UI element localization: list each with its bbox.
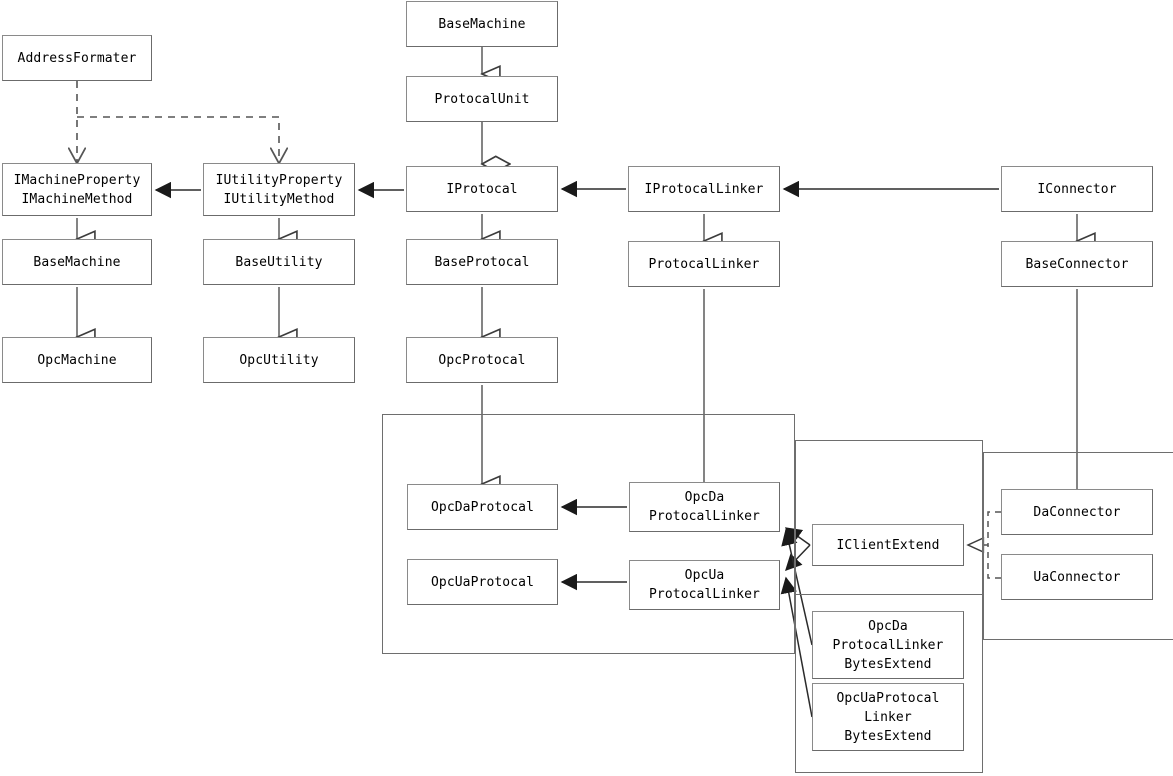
class-box-opc-ua-protocal[interactable]: OpcUaProtocal: [407, 559, 558, 605]
class-box-iclient-extend[interactable]: IClientExtend: [812, 524, 964, 566]
class-label: BaseProtocal: [434, 254, 530, 270]
class-label-line1: OpcDa: [868, 618, 908, 634]
class-box-opc-protocal[interactable]: OpcProtocal: [406, 337, 558, 383]
class-label-line2: IMachineMethod: [21, 191, 133, 207]
class-label: IConnector: [1037, 181, 1117, 197]
class-label-line1: IMachineProperty: [13, 172, 141, 188]
class-label-line1: OpcDa: [684, 490, 725, 505]
class-label-line2: ProtocalLinker: [832, 637, 944, 653]
class-box-base-connector[interactable]: BaseConnector: [1001, 241, 1153, 287]
class-label: AddressFormater: [17, 50, 137, 66]
class-box-address-formater[interactable]: AddressFormater: [2, 35, 152, 81]
class-box-iprotocal-linker[interactable]: IProtocalLinker: [628, 166, 780, 212]
class-label-line1: IUtilityProperty: [215, 172, 343, 188]
class-box-protocal-unit[interactable]: ProtocalUnit: [406, 76, 558, 122]
class-label: ProtocalUnit: [434, 91, 530, 107]
class-label: OpcDaProtocal: [430, 499, 535, 515]
class-label: BaseMachine: [33, 254, 121, 270]
class-label-line1: OpcUaProtocal: [836, 690, 940, 706]
class-box-iutility-property-method[interactable]: IUtilityProperty IUtilityMethod: [203, 163, 355, 216]
class-box-opc-utility[interactable]: OpcUtility: [203, 337, 355, 383]
class-label: OpcUaProtocal: [430, 574, 535, 590]
class-label: IProtocalLinker: [644, 181, 764, 197]
class-label: OpcUtility: [239, 352, 319, 368]
class-box-opc-da-protocal[interactable]: OpcDaProtocal: [407, 484, 558, 530]
class-label: OpcProtocal: [438, 352, 526, 368]
class-box-protocal-linker[interactable]: ProtocalLinker: [628, 241, 780, 287]
class-box-opc-ua-protocal-linker-bytes-extend[interactable]: OpcUaProtocal Linker BytesExtend: [812, 683, 964, 751]
class-label-line2: ProtocalLinker: [649, 587, 760, 602]
class-label-line1: OpcUa: [684, 568, 725, 583]
connector-group: [983, 452, 1173, 640]
opc-protocal-group: [382, 414, 795, 654]
class-label-line3: BytesExtend: [844, 656, 932, 672]
class-box-iprotocal[interactable]: IProtocal: [406, 166, 558, 212]
class-label: IClientExtend: [836, 537, 940, 553]
class-label: DaConnector: [1033, 504, 1121, 520]
class-label: OpcMachine: [37, 352, 117, 368]
class-label: BaseConnector: [1025, 256, 1129, 272]
class-box-da-connector[interactable]: DaConnector: [1001, 489, 1153, 535]
class-box-base-machine-top[interactable]: BaseMachine: [406, 1, 558, 47]
class-box-opc-ua-protocal-linker[interactable]: OpcUa ProtocalLinker: [629, 560, 780, 610]
class-box-imachine-property-method[interactable]: IMachineProperty IMachineMethod: [2, 163, 152, 216]
class-box-opc-machine[interactable]: OpcMachine: [2, 337, 152, 383]
class-box-base-protocal[interactable]: BaseProtocal: [406, 239, 558, 285]
class-label: BaseMachine: [438, 16, 526, 32]
class-label: UaConnector: [1033, 569, 1121, 585]
class-label-line2: ProtocalLinker: [649, 509, 760, 524]
class-box-iconnector[interactable]: IConnector: [1001, 166, 1153, 212]
class-box-opc-da-protocal-linker[interactable]: OpcDa ProtocalLinker: [629, 482, 780, 532]
class-label-line2: IUtilityMethod: [223, 191, 335, 207]
class-label: ProtocalLinker: [648, 256, 760, 272]
class-label: BaseUtility: [235, 254, 323, 270]
class-box-base-machine[interactable]: BaseMachine: [2, 239, 152, 285]
class-box-ua-connector[interactable]: UaConnector: [1001, 554, 1153, 600]
class-label-line3: BytesExtend: [844, 728, 932, 744]
class-box-opc-da-protocal-linker-bytes-extend[interactable]: OpcDa ProtocalLinker BytesExtend: [812, 611, 964, 679]
class-label-line2: Linker: [864, 709, 912, 725]
class-box-base-utility[interactable]: BaseUtility: [203, 239, 355, 285]
class-label: IProtocal: [446, 181, 518, 197]
